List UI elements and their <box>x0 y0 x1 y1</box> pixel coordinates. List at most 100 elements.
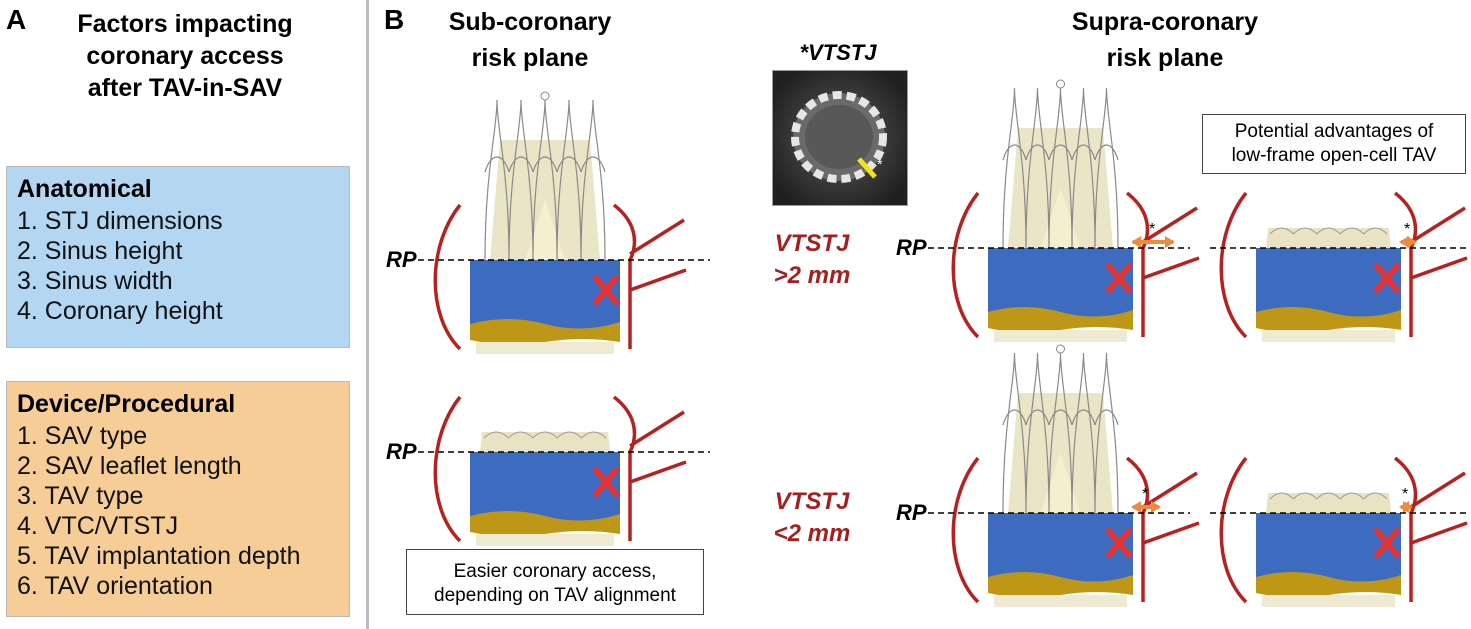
sav-sewing-ring <box>1256 572 1401 598</box>
svg-text:*: * <box>877 156 883 172</box>
advantages-note-line: low-frame open-cell TAV <box>1231 145 1437 166</box>
risk-plane-label: RP <box>386 439 417 464</box>
blocked-x-icon <box>1106 528 1132 558</box>
tav-low-frame <box>1266 493 1391 513</box>
valve-schematic: * RP <box>896 344 1200 607</box>
frame-eyelet <box>540 91 550 101</box>
aortic-wall-left <box>1219 456 1248 604</box>
arrow-head-icon <box>1165 236 1175 248</box>
arrow-head-icon <box>1151 501 1161 513</box>
list-item: 6. TAV orientation <box>17 572 213 600</box>
valve-schematic: *RP <box>896 79 1200 342</box>
coronary-lower <box>1410 521 1468 545</box>
blocked-x-icon <box>593 275 619 305</box>
asterisk-mark: * <box>1404 221 1410 238</box>
vtstj-gt-2mm-label: VTSTJ >2 mm <box>752 228 872 292</box>
coronary-lower <box>1142 256 1200 280</box>
risk-plane-label: RP <box>896 500 927 525</box>
blocked-x-icon <box>1106 263 1132 293</box>
arrow-head-icon <box>1399 236 1409 248</box>
ct-image: * <box>772 70 908 206</box>
vtstj-lt-line: VTSTJ <box>774 488 850 515</box>
vtstj-gt-line: >2 mm <box>773 262 851 289</box>
sav-base <box>476 342 614 354</box>
coronary-upper <box>629 218 685 256</box>
ct-label: *VTSTJ <box>799 40 877 65</box>
sav-base <box>994 595 1127 607</box>
sav-sewing-ring <box>470 511 620 537</box>
easier-access-note: Easier coronary access, depending on TAV… <box>406 549 704 615</box>
coronary-upper <box>1410 471 1466 509</box>
panel-a-title-line: after TAV-in-SAV <box>87 74 283 102</box>
frame-eyelet <box>1056 79 1065 89</box>
coronary-lower <box>629 460 687 484</box>
anatomical-box: Anatomical 1. STJ dimensions 2. Sinus he… <box>6 166 350 348</box>
panel-a-title: Factors impacting coronary access after … <box>40 8 330 104</box>
vtstj-gt-line: VTSTJ <box>774 230 850 257</box>
tav-frame <box>1002 352 1119 514</box>
tav-low-frame-cells <box>1269 492 1388 500</box>
aortic-wall-left <box>433 203 462 351</box>
arrow-head-icon <box>1131 501 1141 513</box>
sub-coronary-title: Sub-coronary risk plane <box>410 4 650 76</box>
easier-note-line: Easier coronary access, <box>453 561 657 582</box>
list-item: 2. SAV leaflet length <box>17 452 242 480</box>
supra-title-line: risk plane <box>1106 44 1224 72</box>
sav-sewing-ring <box>988 572 1133 598</box>
sav-base <box>1262 595 1395 607</box>
device-heading: Device/Procedural <box>17 390 236 418</box>
device-list: 1. SAV type 2. SAV leaflet length 3. TAV… <box>7 421 349 601</box>
tav-frame <box>484 99 606 261</box>
blocked-x-icon <box>1374 528 1400 558</box>
tav-frame <box>1002 87 1119 249</box>
tav-low-frame-cells <box>483 431 607 439</box>
aortic-wall-left <box>951 191 980 339</box>
tav-low-frame <box>480 432 610 452</box>
supra-title-line: Supra-coronary <box>1071 8 1259 36</box>
anatomical-heading: Anatomical <box>17 175 152 203</box>
list-item: 1. SAV type <box>17 422 148 450</box>
list-item: 2. Sinus height <box>17 237 183 265</box>
tav-low-frame <box>1266 228 1391 248</box>
coronary-lower <box>1410 256 1468 280</box>
sav-base <box>476 534 614 546</box>
arrow-head-icon <box>1407 236 1417 248</box>
aortic-wall-left <box>433 395 462 543</box>
sub-title-line: risk plane <box>471 44 589 72</box>
panel-a-title-line: Factors impacting <box>77 10 293 38</box>
list-item: 3. TAV type <box>17 482 144 510</box>
device-procedural-box: Device/Procedural 1. SAV type 2. SAV lea… <box>6 381 350 617</box>
coronary-lower <box>629 268 687 292</box>
arrow-head-icon <box>1131 236 1141 248</box>
asterisk-mark: * <box>1149 221 1155 238</box>
tav-leaflet-highlight <box>525 200 565 260</box>
coronary-upper <box>1142 471 1198 509</box>
vtstj-lt-2mm-label: VTSTJ <2 mm <box>752 486 872 550</box>
tav-leaflet-highlight <box>1040 453 1081 513</box>
coronary-upper <box>629 410 685 448</box>
asterisk-mark: * <box>1402 486 1408 503</box>
aortic-wall-left <box>951 456 980 604</box>
frame-eyelet <box>1056 344 1065 354</box>
panel-divider <box>366 0 369 629</box>
list-item: 3. Sinus width <box>17 267 173 295</box>
sub-title-line: Sub-coronary <box>448 8 612 36</box>
coronary-upper <box>1410 206 1466 244</box>
supra-coronary-title: Supra-coronary risk plane <box>1040 4 1290 76</box>
tav-low-frame-cells <box>1269 227 1388 235</box>
aortic-wall-left <box>1219 191 1248 339</box>
sav-sewing-ring <box>1256 307 1401 333</box>
coronary-upper <box>1142 206 1198 244</box>
panel-b-letter: B <box>384 4 405 35</box>
asterisk-mark: * <box>1142 486 1148 503</box>
risk-plane-label: RP <box>386 247 417 272</box>
blocked-x-icon <box>1374 263 1400 293</box>
easier-note-line: depending on TAV alignment <box>434 585 676 606</box>
list-item: 4. VTC/VTSTJ <box>17 512 179 540</box>
advantages-note: Potential advantages of low-frame open-c… <box>1202 114 1466 174</box>
coronary-lower <box>1142 521 1200 545</box>
vtstj-lt-line: <2 mm <box>773 520 851 547</box>
anatomical-list: 1. STJ dimensions 2. Sinus height 3. Sin… <box>7 206 349 326</box>
sav-base <box>994 330 1127 342</box>
sav-base <box>1262 330 1395 342</box>
